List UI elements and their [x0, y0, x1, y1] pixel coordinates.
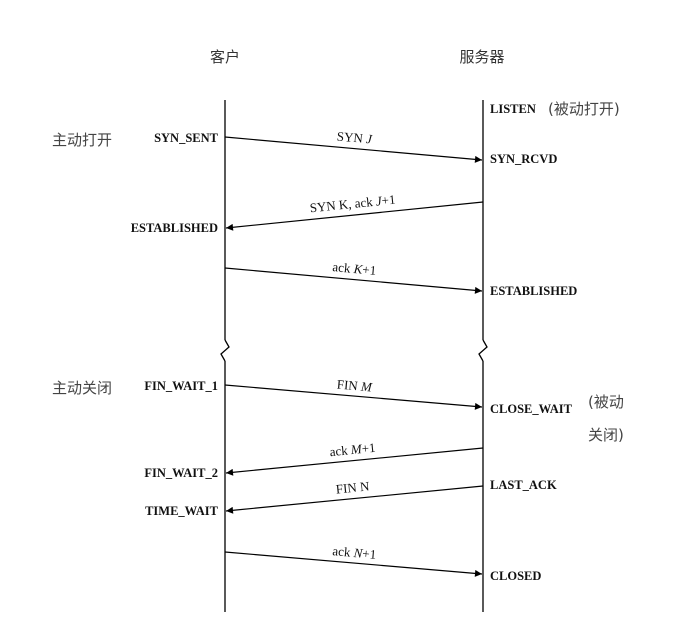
- arrow-fin-n: [225, 485, 484, 514]
- server-timeline: [478, 100, 488, 612]
- client-timeline: [220, 100, 230, 612]
- server-state-last-ack: LAST_ACK: [490, 478, 557, 492]
- msg-fin-n: FIN N: [335, 478, 370, 496]
- server-state-close-wait: CLOSE_WAIT: [490, 402, 573, 416]
- client-state-syn-sent: SYN_SENT: [154, 131, 219, 145]
- server-state-syn-rcvd: SYN_RCVD: [490, 152, 557, 166]
- passive-open-label: (被动打开): [548, 100, 620, 118]
- arrow-fin-m: [224, 384, 483, 410]
- client-state-established: ESTABLISHED: [131, 221, 218, 235]
- msg-syn-k-ack: SYN K, ack J+1: [309, 192, 396, 216]
- client-header: 客户: [210, 48, 240, 66]
- arrow-ack-m: [225, 447, 484, 476]
- server-state-closed: CLOSED: [490, 569, 541, 583]
- client-state-fin-wait-2: FIN_WAIT_2: [144, 466, 218, 480]
- msg-ack-k: ack K+1: [332, 259, 377, 278]
- msg-ack-n: ack N+1: [332, 543, 377, 562]
- client-state-time-wait: TIME_WAIT: [145, 504, 219, 518]
- server-state-established: ESTABLISHED: [490, 284, 577, 298]
- server-state-listen: LISTEN: [490, 102, 536, 116]
- active-open-label: 主动打开: [52, 131, 112, 149]
- arrow-ack-k: [224, 267, 483, 294]
- msg-fin-m: FIN M: [336, 377, 373, 395]
- arrow-ack-n: [224, 551, 483, 577]
- server-header: 服务器: [459, 48, 504, 66]
- passive-close-label-line2: 关闭): [588, 426, 624, 444]
- arrow-syn-k-ack: [225, 201, 484, 231]
- active-close-label: 主动关闭: [52, 379, 112, 397]
- msg-syn-j: SYN J: [336, 128, 373, 146]
- arrow-syn-j: [224, 136, 483, 163]
- passive-close-label-line1: (被动: [588, 393, 624, 411]
- client-state-fin-wait-1: FIN_WAIT_1: [144, 379, 218, 393]
- msg-ack-m: ack M+1: [329, 440, 376, 459]
